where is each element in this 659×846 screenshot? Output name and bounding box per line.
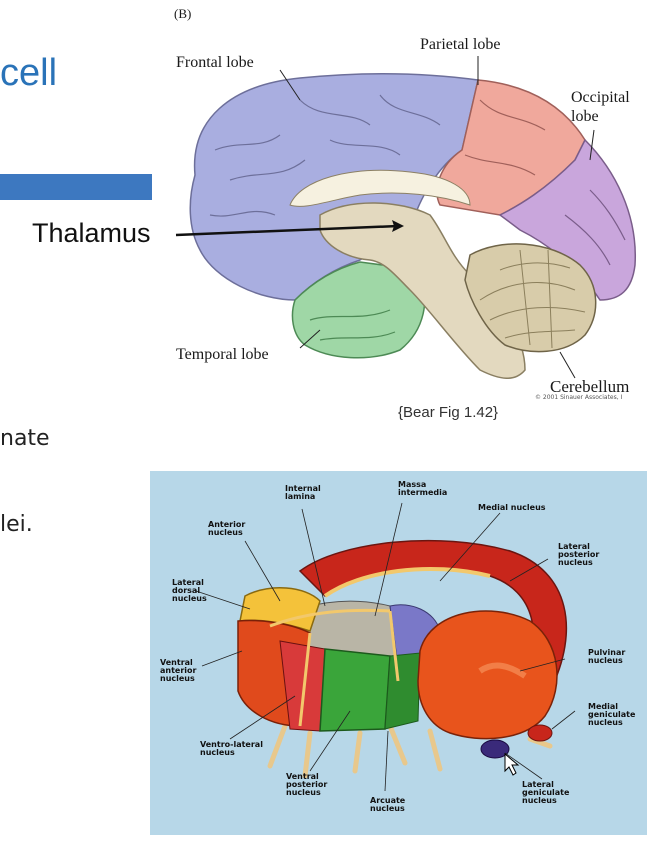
anterior-nucleus-label: Anterior nucleus <box>208 520 246 537</box>
slide-title: cell <box>0 52 58 94</box>
ventral-posterior-shape <box>319 648 391 732</box>
medial-nucleus-label: Medial nucleus <box>478 503 546 512</box>
internal-lamina-label: Internal lamina <box>285 484 321 501</box>
copyright-text: © 2001 Sinauer Associates, I <box>535 394 623 401</box>
mouse-cursor-icon <box>504 752 520 776</box>
thalamus-illustration <box>195 502 576 792</box>
medial-geniculate-shape <box>527 724 553 742</box>
lateral-geniculate-nucleus-label: Lateral geniculate nucleus <box>522 780 570 805</box>
cerebellum-region <box>464 243 597 353</box>
ventro-lateral-nucleus-label: Ventro-lateral nucleus <box>200 740 263 757</box>
pulvinar-nucleus-label: Pulvinar nucleus <box>588 648 626 665</box>
massa-intermedia-label: Massa intermedia <box>398 480 448 497</box>
figure-caption: {Bear Fig 1.42} <box>398 404 499 421</box>
brainstem-region <box>319 202 526 379</box>
brain-illustration <box>175 56 636 379</box>
occipital-lobe-region <box>498 138 636 301</box>
frontal-lobe-label: Frontal lobe <box>176 54 254 71</box>
panel-label: (B) <box>174 6 192 21</box>
lateral-geniculate-shape <box>480 739 510 759</box>
temporal-lobe-label: Temporal lobe <box>176 346 269 363</box>
thalamus-nuclei-figure: Internal lamina Massa intermedia Medial … <box>150 471 647 835</box>
thalamus-label: Thalamus <box>32 218 151 248</box>
cerebellum-label: Cerebellum <box>550 377 630 396</box>
ventral-anterior-nucleus-label: Ventral anterior nucleus <box>160 658 197 683</box>
corpus-callosum <box>289 169 471 207</box>
pulvinar-shape <box>417 610 558 740</box>
lateral-dorsal-nucleus-label: Lateral dorsal nucleus <box>172 578 207 603</box>
bullet-text-2: lei. <box>0 512 33 537</box>
parietal-lobe-label: Parietal lobe <box>420 36 501 53</box>
medial-geniculate-nucleus-label: Medial geniculate nucleus <box>588 702 636 727</box>
thalamus-arrowhead <box>392 220 404 232</box>
occipital-lobe-label: Occipital lobe <box>571 89 630 125</box>
bullet-text-1: nate <box>0 426 50 451</box>
ventral-posterior-nucleus-label: Ventral posterior nucleus <box>286 772 328 797</box>
thalamus-arrow <box>175 224 399 237</box>
brain-figure: (B) Frontal lobe Parietal lobe Occipital… <box>174 6 636 421</box>
lateral-posterior-nucleus-label: Lateral posterior nucleus <box>558 542 600 567</box>
arcuate-nucleus-label: Arcuate nucleus <box>370 796 406 813</box>
accent-bar <box>0 174 152 200</box>
